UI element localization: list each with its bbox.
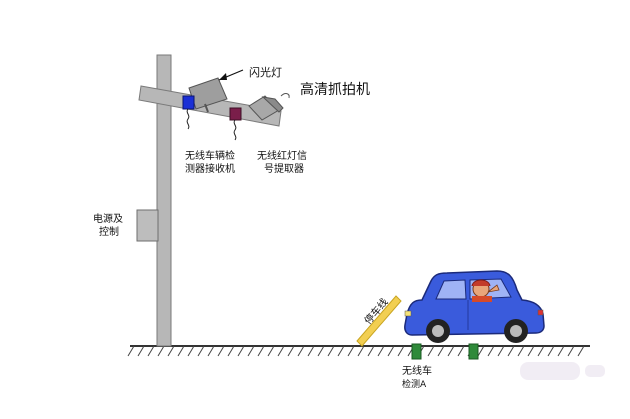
watermark [520, 362, 605, 380]
hd-camera-label: 高清抓拍机 [300, 81, 370, 98]
signal-extractor-box [229, 107, 242, 121]
ground-detector-label-line2: 检测A [402, 378, 427, 390]
flash-lamp-arrow [218, 69, 244, 81]
power-control-box [136, 209, 159, 242]
flash-lamp-label: 闪光灯 [249, 65, 282, 79]
ground [127, 345, 590, 357]
wireless-receiver-label-line1: 无线车辆检 [185, 149, 235, 162]
ground-detector-b [468, 343, 479, 360]
cross-arm [138, 85, 282, 127]
power-control-label-line2: 控制 [99, 225, 119, 238]
stop-line: 停车线 [356, 295, 402, 347]
wireless-receiver-box [182, 95, 195, 110]
ground-detector-label-line1: 无线车 [402, 364, 432, 377]
signal-extractor-label-line1: 无线红灯信 [257, 149, 307, 162]
driver-icon [471, 279, 500, 302]
signal-extractor-label-line2: 号提取器 [264, 163, 304, 175]
power-control-label-line1: 电源及 [93, 212, 123, 225]
pole [156, 54, 172, 347]
wireless-receiver-label-line2: 测器接收机 [185, 162, 235, 175]
camera-icon [248, 93, 290, 121]
ground-detector-a [411, 343, 422, 360]
